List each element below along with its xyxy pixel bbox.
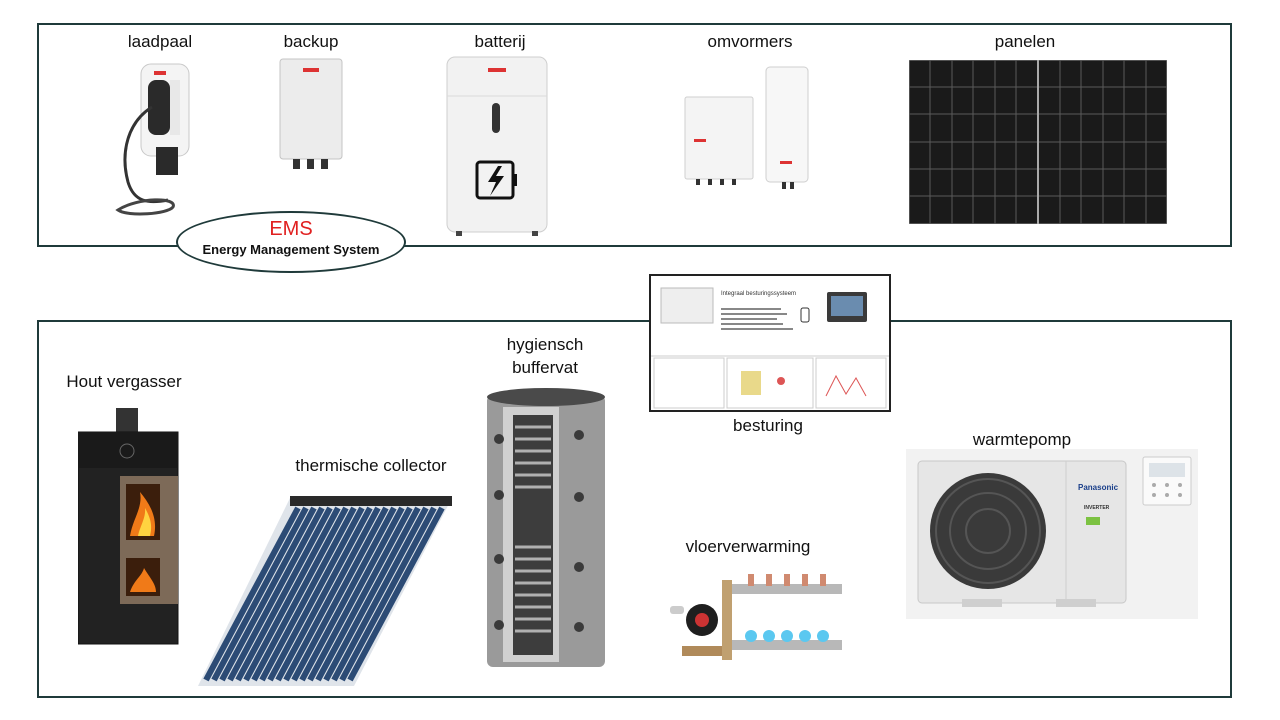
ems-badge: EMS Energy Management System	[176, 211, 406, 273]
batterij-label: batterij	[474, 32, 526, 51]
thermische-collector-label: thermische collector	[295, 456, 447, 475]
heat-pump-image: Panasonic INVERTER	[906, 449, 1198, 619]
backup-unit-image	[279, 58, 343, 173]
panelen-label: panelen	[994, 32, 1056, 51]
solar-panel-image	[909, 60, 1167, 224]
control-system-document: Integraal besturingssysteem	[649, 274, 891, 412]
ev-charger-image	[108, 62, 193, 217]
buffer-tank-image	[485, 387, 607, 671]
omvormers-label: omvormers	[707, 32, 793, 51]
wood-gasifier-image	[78, 408, 180, 646]
warmtepomp-label: warmtepomp	[972, 430, 1072, 449]
battery-image	[446, 56, 548, 238]
laadpaal-label: laadpaal	[127, 32, 193, 51]
inverters-image	[684, 64, 812, 194]
ems-title: EMS	[269, 218, 313, 240]
control-doc-title: Integraal besturingssysteem	[721, 291, 797, 297]
besturing-label: besturing	[733, 416, 803, 435]
ems-subtitle: Energy Management System	[202, 242, 380, 257]
heat-pump-model: INVERTER	[1084, 505, 1110, 511]
underfloor-manifold-image	[662, 570, 842, 668]
backup-label: backup	[283, 32, 339, 51]
heat-pump-brand: Panasonic	[1078, 483, 1119, 492]
solar-thermal-collector-image	[194, 490, 456, 688]
buffervat-label-line2: buffervat	[512, 358, 578, 377]
vloerverwarming-label: vloerverwarming	[685, 537, 811, 556]
buffervat-label-line1: hygiensch	[506, 335, 584, 354]
hout-vergasser-label: Hout vergasser	[66, 372, 182, 391]
